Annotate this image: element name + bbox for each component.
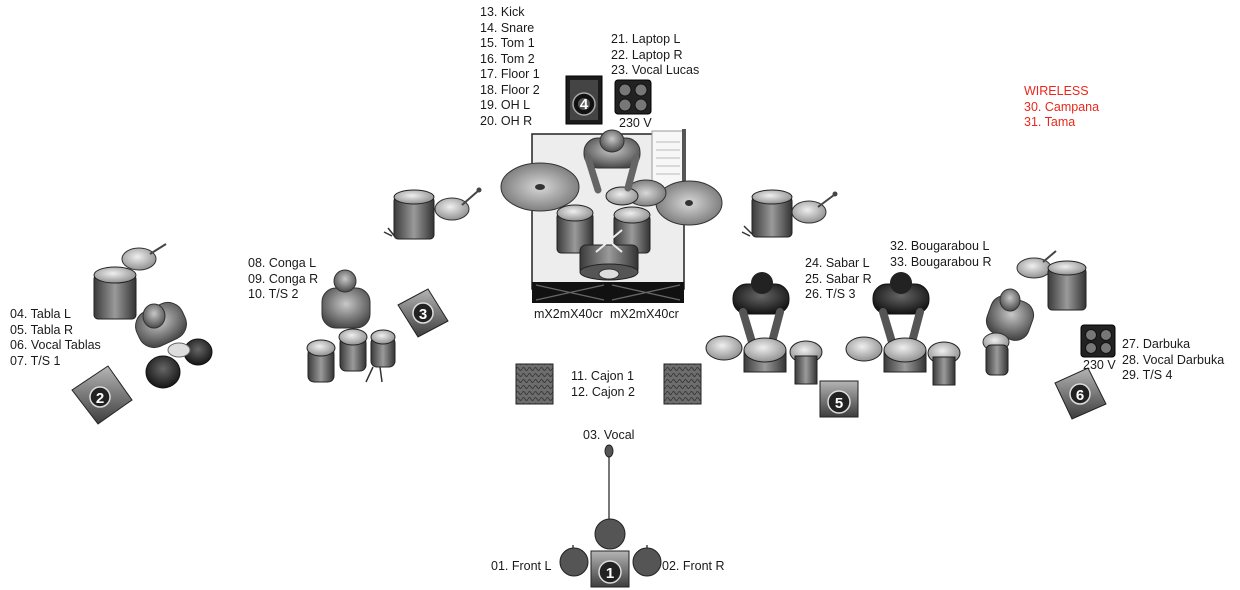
monitor-1	[590, 550, 630, 588]
monitor-5-number: 5	[835, 395, 843, 412]
riser-right-label: mX2mX40cr	[610, 307, 679, 321]
conga-inputs-list: 08. Conga L 09. Conga R 10. T/S 2	[248, 256, 318, 303]
sabar-side-drum	[741, 189, 838, 238]
sabar-inputs-list: 24. Sabar L 25. Sabar R 26. T/S 3	[805, 256, 872, 303]
input-label: 14. Snare	[480, 20, 535, 35]
monitor-6	[1054, 367, 1107, 420]
monitor-2-number: 2	[96, 390, 104, 407]
power-label-drum: 230 V	[619, 116, 652, 130]
input-label: 24. Sabar L	[805, 256, 870, 270]
vocal-mic	[594, 444, 626, 550]
bougarabou-station	[982, 250, 1087, 376]
input-label: 30. Campana	[1024, 99, 1100, 114]
input-label: 11. Cajon 1	[571, 369, 635, 383]
input-label: 13. Kick	[480, 5, 525, 19]
bougarabou-inputs-list: 32. Bougarabou L 33. Bougarabou R	[890, 239, 991, 270]
input-label: 31. Tama	[1024, 115, 1076, 129]
input-label: 04. Tabla L	[10, 307, 71, 321]
input-label: 29. T/S 4	[1122, 368, 1173, 382]
monitor-2	[71, 365, 133, 425]
laptop-inputs-list: 21. Laptop L 22. Laptop R 23. Vocal Luca…	[611, 32, 699, 79]
front-fills	[559, 545, 662, 577]
vocal-label: 03. Vocal	[583, 428, 635, 442]
input-label: 25. Sabar R	[805, 271, 872, 286]
power-box-drum	[614, 79, 652, 115]
input-label: 21. Laptop L	[611, 32, 681, 46]
input-label: 17. Floor 1	[480, 67, 540, 81]
input-label: 15. Tom 1	[480, 36, 535, 50]
input-label: 28. Vocal Darbuka	[1122, 352, 1225, 367]
monitor-5	[819, 380, 859, 418]
riser-left-label: mX2mX40cr	[534, 307, 603, 321]
input-label: 08. Conga L	[248, 256, 317, 270]
monitor-4-number: 4	[580, 96, 589, 113]
monitor-6-number: 6	[1076, 387, 1084, 404]
darbuka-inputs-list: 27. Darbuka 28. Vocal Darbuka 29. T/S 4	[1122, 337, 1224, 384]
front-r-label: 02. Front R	[662, 559, 725, 573]
monitor-3	[397, 288, 449, 338]
input-label: 26. T/S 3	[805, 287, 856, 301]
input-label: 18. Floor 2	[480, 82, 540, 97]
monitor-1-number: 1	[606, 565, 614, 582]
tabla-station	[93, 243, 213, 389]
input-label: 10. T/S 2	[248, 287, 299, 301]
power-label-darbuka: 230 V	[1083, 358, 1116, 372]
tabla-inputs-list: 04. Tabla L 05. Tabla R 06. Vocal Tablas…	[10, 307, 101, 369]
input-label: 05. Tabla R	[10, 322, 74, 337]
input-label: 19. OH L	[480, 98, 531, 112]
drum-kit	[500, 162, 723, 281]
drummer	[583, 129, 641, 194]
input-label: 12. Cajon 2	[571, 384, 635, 399]
conga-side-drum	[383, 187, 482, 240]
input-label: 22. Laptop R	[611, 47, 683, 62]
input-label: 09. Conga R	[248, 271, 319, 286]
monitor-4	[565, 75, 603, 125]
wireless-list: WIRELESS 30. Campana 31. Tama	[1024, 84, 1099, 131]
power-box-darbuka	[1080, 324, 1116, 358]
input-label: 20. OH R	[480, 113, 533, 128]
input-label: 23. Vocal Lucas	[611, 63, 700, 77]
input-label: 32. Bougarabou L	[890, 239, 990, 253]
input-label: 06. Vocal Tablas	[10, 338, 101, 352]
input-label: 27. Darbuka	[1122, 337, 1191, 351]
conga-station	[306, 269, 396, 383]
front-l-label: 01. Front L	[491, 559, 552, 573]
input-label: 07. T/S 1	[10, 353, 61, 368]
drum-inputs-list: 13. Kick 14. Snare 15. Tom 1 16. Tom 2 1…	[480, 5, 540, 129]
wireless-title: WIRELESS	[1024, 84, 1089, 98]
sabar-station	[705, 272, 961, 386]
input-label: 33. Bougarabou R	[890, 254, 992, 269]
monitor-3-number: 3	[419, 306, 427, 323]
cajons	[515, 363, 702, 405]
cajon-inputs-list: 11. Cajon 1 12. Cajon 2	[571, 369, 635, 400]
input-label: 16. Tom 2	[480, 51, 535, 66]
